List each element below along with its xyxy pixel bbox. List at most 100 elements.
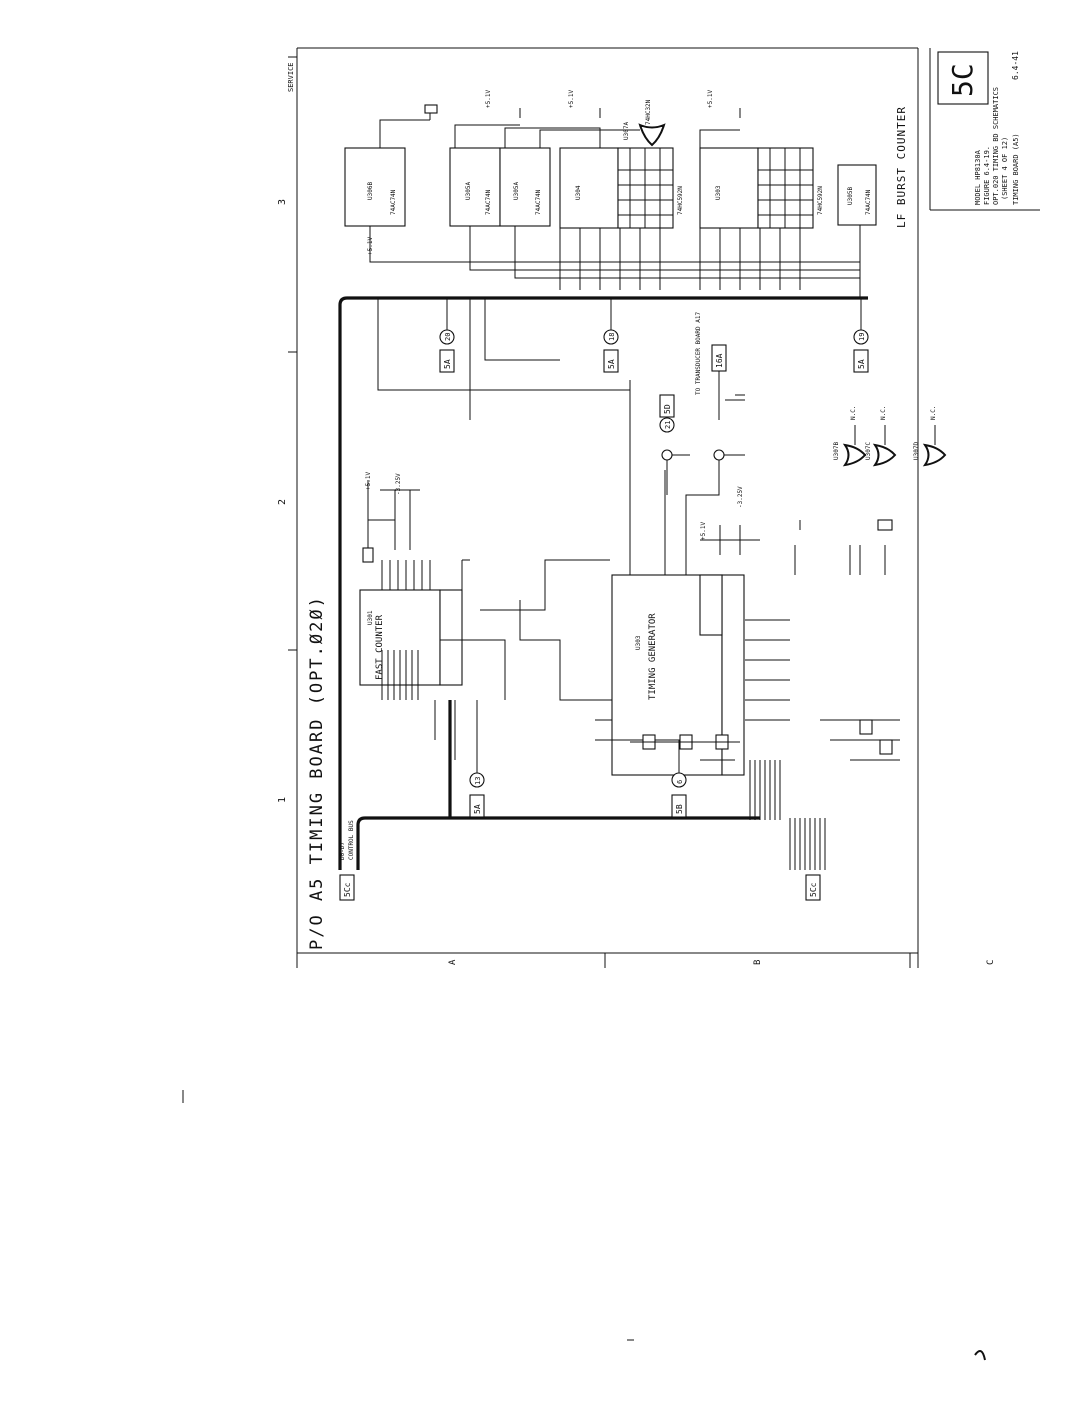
coax-connectors bbox=[661, 449, 745, 496]
sheet-frame bbox=[288, 47, 1040, 968]
column-labels: 1 2 3 bbox=[277, 199, 288, 803]
rail-m325-tg: -3.25V bbox=[737, 486, 744, 508]
counter-u304-ref: U304 bbox=[575, 185, 582, 200]
row-label-a: A bbox=[448, 959, 458, 965]
connector-5b-6-label: 5B bbox=[675, 804, 684, 814]
ff-u306b-ref: U306B bbox=[367, 182, 374, 200]
title-block-line-1: MODEL HP8130A bbox=[974, 149, 982, 205]
connector-5d-21-label: 5D bbox=[663, 404, 672, 414]
counter-u304: U304 74HC592N bbox=[559, 147, 684, 229]
spare-gates: U307B U307C U307D N.C. N.C. N.C. bbox=[833, 406, 947, 467]
column-label-2: 2 bbox=[277, 499, 288, 505]
spare-gate-2-nc: N.C. bbox=[880, 406, 887, 420]
rail-m325-fast: -3.25V bbox=[395, 473, 402, 495]
page-number: 6.4-41 bbox=[1011, 51, 1020, 80]
connector-5d-21: 5D 21 bbox=[659, 394, 675, 433]
or-gate-type: 74HC32N bbox=[645, 99, 652, 125]
page-badge-label: 5C bbox=[946, 63, 979, 97]
connector-5a-20-num: 20 bbox=[444, 333, 452, 341]
fast-counter-passives: +5.1V -3.25V bbox=[362, 472, 470, 620]
connector-5a-20: 5A 20 bbox=[439, 298, 455, 373]
stray-mark-3 bbox=[974, 1350, 986, 1361]
fast-to-timing-wires bbox=[434, 559, 610, 760]
connector-16a: 16A TO TRANSDUCER BOARD A17 bbox=[695, 312, 745, 420]
connector-5a-18: 5A 18 bbox=[603, 298, 619, 373]
fast-counter-ref: U301 bbox=[367, 610, 374, 625]
connector-5b-6: 5B 6 bbox=[612, 739, 687, 818]
lf-burst-counter-label: LF BURST COUNTER bbox=[895, 106, 908, 228]
counter-u303-ref: U303 bbox=[715, 185, 722, 200]
connector-5a-19-num: 19 bbox=[858, 333, 866, 341]
or-gate-u307a: U307A 74HC32N bbox=[623, 99, 666, 147]
fast-counter-label: FAST COUNTER bbox=[375, 614, 385, 680]
ff-u305a-2-type: 74AC74N bbox=[535, 189, 542, 215]
rail-p51-top-1: +5.1V bbox=[485, 90, 492, 108]
fast-counter-chip: FAST COUNTER U301 bbox=[359, 560, 463, 700]
ff-u305b-ref: U305B bbox=[847, 187, 854, 205]
connector-5a-18-num: 18 bbox=[608, 333, 616, 341]
title-block-line-5: TIMING BOARD (A5) bbox=[1012, 133, 1020, 205]
connector-5cc-bottom: 5Cc bbox=[789, 818, 826, 901]
spare-gate-1-nc: N.C. bbox=[850, 406, 857, 420]
spare-gate-3-nc: N.C. bbox=[930, 406, 937, 420]
timing-generator-ref: U303 bbox=[635, 635, 642, 650]
column-label-3: 3 bbox=[277, 199, 288, 205]
resistor-network-bottom bbox=[630, 719, 900, 761]
connector-5b-6-num: 6 bbox=[676, 780, 684, 784]
rail-p51-mid: +5.1V bbox=[367, 237, 374, 255]
bus-label-control: CONTROL BUS bbox=[348, 820, 355, 860]
connector-5cc-bottom-label: 5Cc bbox=[809, 882, 818, 897]
title-block-line-2: FIGURE 6.4-19. bbox=[983, 146, 991, 205]
row-label-b: B bbox=[753, 960, 763, 965]
data-bus-d0-d7 bbox=[338, 296, 868, 870]
ff-u306b: U306B 74AC74N bbox=[344, 147, 406, 227]
ff-u305a-1-ref: U305A bbox=[465, 182, 472, 200]
title-block-line-4: (SHEET 4 OF 12) bbox=[1001, 137, 1009, 200]
ff-u305a-1-type: 74AC74N bbox=[485, 189, 492, 215]
rail-p51-tg: +5.1V bbox=[700, 522, 707, 540]
bus-label-data: D0-D7 bbox=[339, 842, 346, 860]
transducer-note: TO TRANSDUCER BOARD A17 bbox=[695, 312, 702, 395]
connector-5a-19: 5A 19 bbox=[853, 298, 869, 373]
ff-u305a-2-ref: U305A bbox=[513, 182, 520, 200]
ff-u305b: U305B 74AC74N bbox=[837, 164, 877, 226]
rail-p51-top-2: +5.1V bbox=[568, 90, 575, 108]
top-rails: +5.1V +5.1V +5.1V +5.1V bbox=[367, 90, 714, 255]
connector-5a-19-label: 5A bbox=[857, 359, 866, 369]
spare-gate-3-ref: U307D bbox=[913, 442, 920, 460]
rail-p51-fast: +5.1V bbox=[365, 472, 372, 490]
ff-u305b-type: 74AC74N bbox=[865, 189, 872, 215]
connector-5a-20-label: 5A bbox=[443, 359, 452, 369]
connector-5a-13: 5A 13 bbox=[469, 700, 485, 818]
timing-generator-label: TIMING GENERATOR bbox=[648, 613, 658, 700]
connector-5a-13-num: 13 bbox=[474, 777, 482, 785]
counter-u303-type: 74HC592N bbox=[817, 186, 824, 215]
counter-u304-type: 74HC592N bbox=[677, 186, 684, 215]
row-labels: A B C bbox=[448, 959, 996, 965]
row-label-c: C bbox=[986, 960, 996, 965]
title-block: MODEL HP8130A FIGURE 6.4-19. OPT.020 TIM… bbox=[974, 51, 1020, 205]
column-label-1: 1 bbox=[277, 797, 288, 803]
timing-generator-chip: TIMING GENERATOR U303 bbox=[595, 574, 790, 820]
or-gate-ref: U307A bbox=[623, 122, 630, 140]
spare-gate-1-ref: U307B bbox=[833, 442, 840, 460]
title-block-line-3: OPT.020 TIMING BD SCHEMATICS bbox=[992, 87, 1000, 205]
page-badge: 5C bbox=[937, 51, 989, 105]
connector-5a-18-label: 5A bbox=[607, 359, 616, 369]
top-wiring bbox=[369, 104, 861, 420]
connector-5cc-top: 5Cc bbox=[339, 874, 355, 901]
ff-u305a-1: U305A 74AC74N bbox=[449, 147, 501, 227]
ff-u306b-type: 74AC74N bbox=[390, 189, 397, 215]
rail-p51-top-3: +5.1V bbox=[707, 90, 714, 108]
connector-5d-21-num: 21 bbox=[664, 421, 672, 429]
spare-gate-2-ref: U307C bbox=[865, 442, 872, 460]
connector-5cc-top-label: 5Cc bbox=[343, 882, 352, 897]
counter-u303: U303 74HC592N bbox=[699, 147, 824, 229]
ff-u305a-2: U305A 74AC74N bbox=[499, 147, 551, 227]
control-bus bbox=[356, 700, 760, 870]
sheet-tab: SERVICE bbox=[287, 62, 295, 92]
connector-5a-13-label: 5A bbox=[473, 804, 482, 814]
connector-16a-label: 16A bbox=[715, 353, 724, 368]
